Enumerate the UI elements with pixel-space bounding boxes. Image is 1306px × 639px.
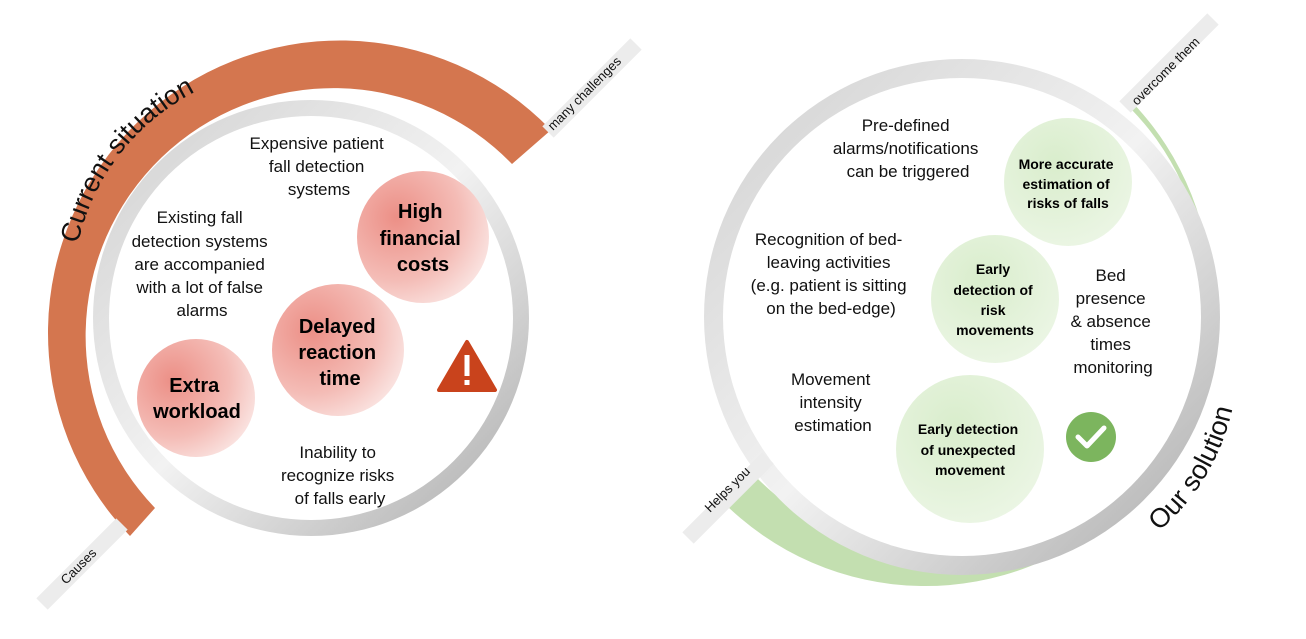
statement-movement-intensity: Movement intensity estimation: [791, 370, 875, 435]
overcome-them-tag: overcome them: [1129, 34, 1203, 108]
svg-text:Extra workload: Extra workload: [152, 375, 241, 423]
causes-tag: Causes: [58, 545, 100, 587]
svg-text:Early detection of: Early detection of risk movements: [953, 261, 1036, 338]
current-situation-diagram: Current situation Causes many challenges…: [36, 38, 642, 610]
our-solution-arc: [720, 101, 1212, 587]
checkmark-icon: [1066, 412, 1116, 462]
svg-text:More accurate estimati: More accurate estimation of risks of fal…: [1019, 156, 1118, 211]
statement-bed-leaving-recognition: Recognition of bed- leaving activities (…: [751, 230, 912, 318]
helps-you-tag-line: [682, 452, 774, 544]
causes-tag-line: [36, 518, 128, 610]
svg-text:Delayed reaction: Delayed reaction time: [298, 316, 381, 390]
overcome-them-tag-line: [1119, 13, 1219, 113]
our-solution-diagram: Our solution Helps you overcome them Pre…: [682, 13, 1238, 587]
bubble-more-accurate-estimation: More accurate estimation of risks of fal…: [1004, 118, 1132, 246]
statement-bed-presence-monitoring: Bed presence & absence times monitoring: [1070, 266, 1155, 377]
statement-false-alarms: Existing fall detection systems are acco…: [132, 208, 273, 320]
many-challenges-tag-line: [542, 38, 642, 138]
bubble-early-detection-unexpected: Early detection of unexpected movement: [896, 375, 1044, 523]
statement-predefined-alarms: Pre-defined alarms/notifications can be …: [833, 116, 983, 181]
svg-text:High financial: High financial costs: [380, 201, 467, 276]
bubble-early-detection-risk-movements: Early detection of risk movements: [931, 235, 1059, 363]
many-challenges-tag: many challenges: [545, 53, 625, 133]
warning-icon: [437, 340, 497, 392]
statement-inability-recognize: Inability to recognize risks of falls ea…: [281, 443, 399, 508]
bubble-delayed-reaction-time: Delayed reaction time: [272, 284, 404, 416]
current-situation-arc: [47, 40, 551, 537]
statement-expensive-systems: Expensive patient fall detection systems: [250, 134, 389, 199]
svg-text:Early detection of une: Early detection of unexpected movement: [918, 421, 1022, 478]
bubble-extra-workload: Extra workload: [137, 339, 255, 457]
bubble-high-financial-costs: High financial costs: [357, 171, 489, 303]
